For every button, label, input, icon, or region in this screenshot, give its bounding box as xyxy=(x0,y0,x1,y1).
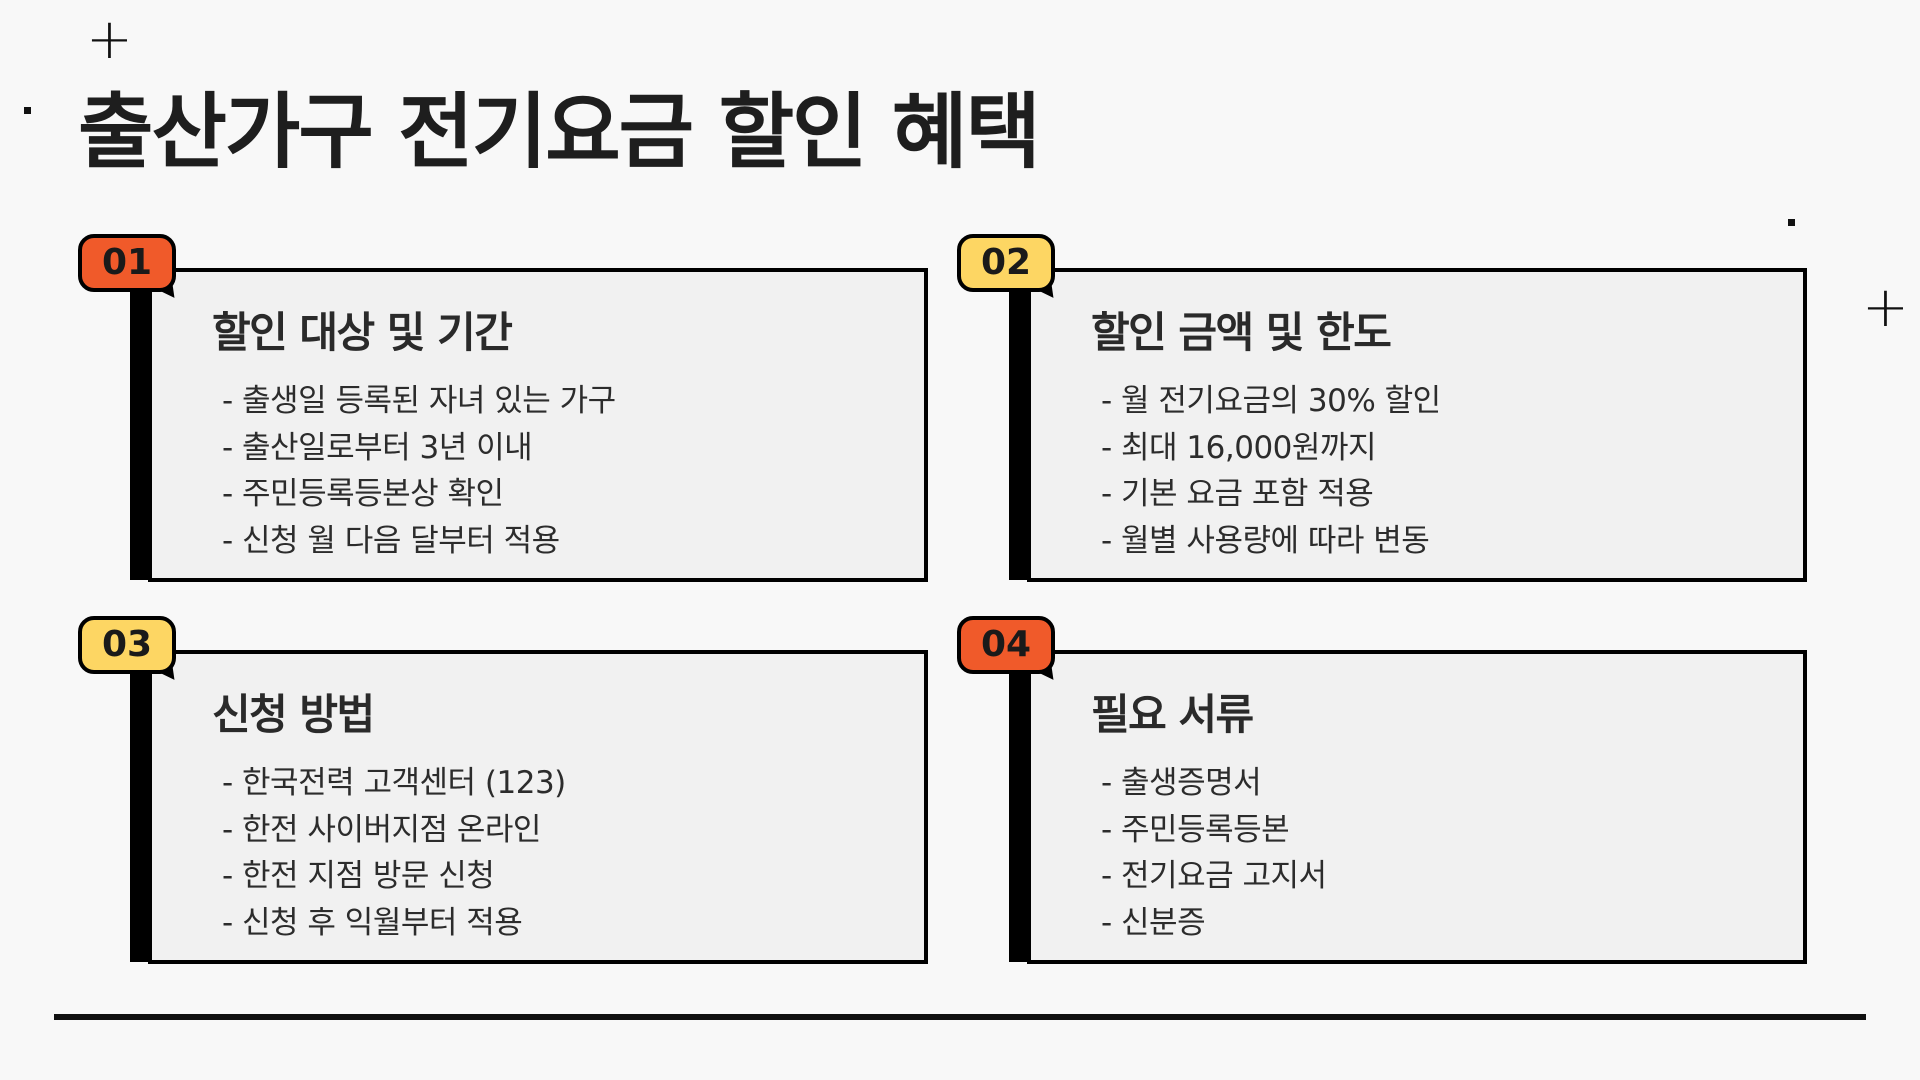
card-title: 할인 대상 및 기간 xyxy=(212,308,513,357)
card-panel: 신청 방법 - 한국전력 고객센터 (123) - 한전 사이버지점 온라인 -… xyxy=(148,650,928,964)
list-item: - 주민등록등본 xyxy=(1101,811,1290,848)
plus-decoration-right: + xyxy=(1862,275,1909,340)
dot-decoration-left xyxy=(24,107,31,114)
number-badge-03: 03 xyxy=(78,616,176,674)
badge-number: 01 xyxy=(101,242,153,283)
card-discount-amount: 할인 금액 및 한도 - 월 전기요금의 30% 할인 - 최대 16,000원… xyxy=(1009,268,1807,582)
list-item: - 전기요금 고지서 xyxy=(1101,858,1327,894)
badge-number: 03 xyxy=(101,624,153,665)
card-panel: 할인 대상 및 기간 - 출생일 등록된 자녀 있는 가구 - 출산일로부터 3… xyxy=(148,268,928,582)
list-item: - 신분증 xyxy=(1101,904,1206,941)
card-item-list: - 월 전기요금의 30% 할인 - 최대 16,000원까지 - 기본 요금 … xyxy=(1101,378,1441,564)
list-item: - 출생증명서 xyxy=(1101,765,1262,801)
badge-number: 04 xyxy=(980,624,1032,665)
list-item: - 주민등록등본상 확인 xyxy=(222,476,504,512)
card-panel: 할인 금액 및 한도 - 월 전기요금의 30% 할인 - 최대 16,000원… xyxy=(1027,268,1807,582)
card-required-documents: 필요 서류 - 출생증명서 - 주민등록등본 - 전기요금 고지서 - 신분증 xyxy=(1009,650,1807,964)
badge-number: 02 xyxy=(980,242,1032,283)
list-item: - 출생일 등록된 자녀 있는 가구 xyxy=(222,383,616,419)
card-application-method: 신청 방법 - 한국전력 고객센터 (123) - 한전 사이버지점 온라인 -… xyxy=(130,650,928,964)
card-discount-target: 할인 대상 및 기간 - 출생일 등록된 자녀 있는 가구 - 출산일로부터 3… xyxy=(130,268,928,582)
list-item: - 최대 16,000원까지 xyxy=(1101,429,1376,466)
list-item: - 출산일로부터 3년 이내 xyxy=(222,429,533,466)
list-item: - 한전 지점 방문 신청 xyxy=(222,858,495,894)
list-item: - 월 전기요금의 30% 할인 xyxy=(1101,383,1441,419)
card-item-list: - 출생일 등록된 자녀 있는 가구 - 출산일로부터 3년 이내 - 주민등록… xyxy=(222,378,616,564)
card-title: 할인 금액 및 한도 xyxy=(1091,308,1392,357)
card-item-list: - 출생증명서 - 주민등록등본 - 전기요금 고지서 - 신분증 xyxy=(1101,760,1327,946)
number-badge-04: 04 xyxy=(957,616,1055,674)
dot-decoration-right xyxy=(1788,219,1795,226)
card-item-list: - 한국전력 고객센터 (123) - 한전 사이버지점 온라인 - 한전 지점… xyxy=(222,760,566,946)
plus-decoration-top-left: + xyxy=(86,7,133,72)
page-title: 출산가구 전기요금 할인 혜택 xyxy=(78,85,1041,180)
number-badge-02: 02 xyxy=(957,234,1055,292)
card-title: 필요 서류 xyxy=(1091,690,1254,739)
list-item: - 신청 월 다음 달부터 적용 xyxy=(222,522,560,559)
bottom-divider xyxy=(54,1014,1866,1020)
list-item: - 신청 후 익월부터 적용 xyxy=(222,904,523,941)
list-item: - 한전 사이버지점 온라인 xyxy=(222,811,541,848)
list-item: - 월별 사용량에 따라 변동 xyxy=(1101,522,1430,559)
card-panel: 필요 서류 - 출생증명서 - 주민등록등본 - 전기요금 고지서 - 신분증 xyxy=(1027,650,1807,964)
number-badge-01: 01 xyxy=(78,234,176,292)
list-item: - 기본 요금 포함 적용 xyxy=(1101,476,1374,512)
list-item: - 한국전력 고객센터 (123) xyxy=(222,765,566,801)
card-title: 신청 방법 xyxy=(212,690,375,739)
